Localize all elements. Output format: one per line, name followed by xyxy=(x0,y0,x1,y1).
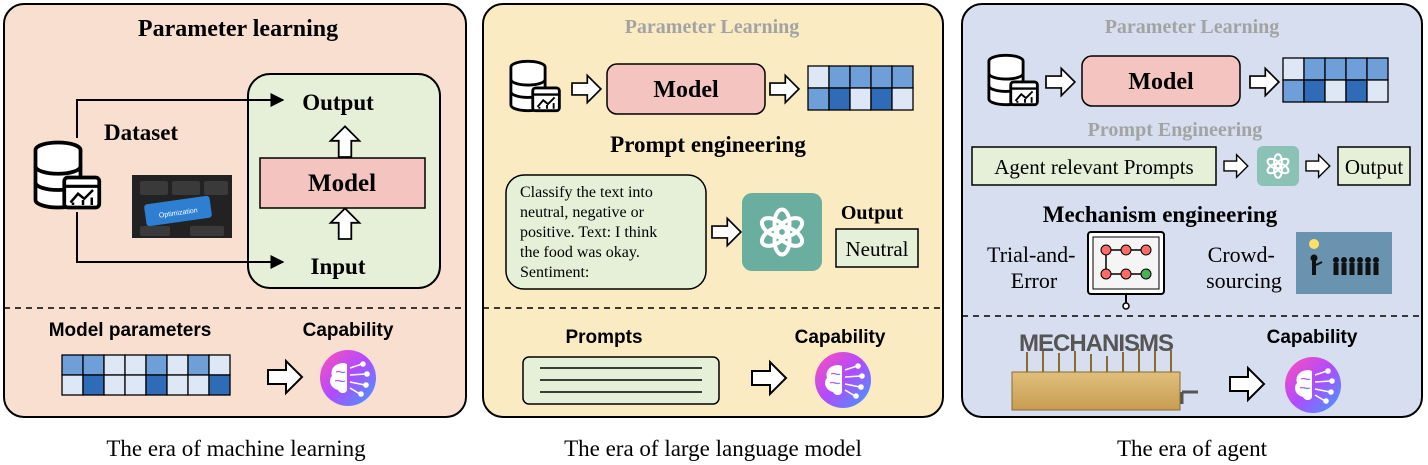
grid-cell xyxy=(870,87,893,111)
model-label: Model xyxy=(1128,69,1194,95)
brain-icon xyxy=(814,351,872,409)
grid-cell xyxy=(828,65,851,89)
grid-cell xyxy=(828,87,851,111)
panel3-caption: The era of agent xyxy=(1117,436,1268,461)
grid-cell xyxy=(103,354,126,376)
grid-cell xyxy=(103,374,126,396)
grid-cell xyxy=(1324,79,1347,103)
capability-label: Capability xyxy=(1267,327,1358,348)
grid-cell xyxy=(1366,79,1389,103)
chatgpt-logo-icon xyxy=(742,193,822,271)
model-label: Model xyxy=(308,170,376,197)
prompt-line: Sentiment: xyxy=(520,264,589,281)
grid-cell xyxy=(1345,57,1368,81)
output-value-box xyxy=(835,228,919,268)
parameter-grid xyxy=(807,65,914,111)
prompt-engineering-title: Prompt engineering xyxy=(610,132,806,157)
grid-cell xyxy=(187,374,210,396)
crowdsourcing-people-icon xyxy=(1296,232,1392,294)
model-label: Model xyxy=(653,77,719,103)
panel1-title: Parameter learning xyxy=(138,16,338,42)
brain-icon xyxy=(1284,356,1342,414)
grid-cell xyxy=(1345,79,1368,103)
crowdsourcing-label: Crowd- sourcing xyxy=(1206,242,1282,293)
mechanisms-word: MECHANISMS xyxy=(1019,330,1174,357)
grid-cell xyxy=(187,354,210,376)
grid-cell xyxy=(166,354,189,376)
grid-cell xyxy=(1282,57,1305,81)
panel-machine-learning: Parameter learning Output Model Input Da… xyxy=(3,3,467,418)
output-label: Output xyxy=(1345,155,1404,179)
mechanism-engineering-title: Mechanism engineering xyxy=(1043,202,1278,227)
parameter-grid xyxy=(61,354,231,396)
grid-cell xyxy=(870,65,893,89)
grid-cell xyxy=(1366,57,1389,81)
grid-cell xyxy=(849,87,872,111)
grid-cell xyxy=(807,65,830,89)
grid-cell xyxy=(124,354,147,376)
grid-cell xyxy=(1324,57,1347,81)
grid-cell xyxy=(849,65,872,89)
input-label: Input xyxy=(311,254,366,279)
panel-agent: Parameter Learning Model Prompt Engineer… xyxy=(961,3,1423,418)
output-label: Output xyxy=(841,202,904,224)
grid-cell xyxy=(166,374,189,396)
grid-cell xyxy=(124,374,147,396)
prompt-line: neutral, negative or xyxy=(520,204,645,221)
dataset-label: Dataset xyxy=(104,120,178,145)
grid-cell xyxy=(891,65,914,89)
output-box xyxy=(1337,146,1411,186)
trial-and-error-board-icon xyxy=(1087,231,1165,310)
model-box xyxy=(1081,55,1241,107)
grid-cell xyxy=(208,354,231,376)
optimization-key-photo: Optimization xyxy=(132,175,232,238)
grid-cell xyxy=(208,374,231,396)
grid-cell xyxy=(61,374,84,396)
prompts-document-icon xyxy=(522,356,720,405)
trial-and-error-label: Trial-and- Error xyxy=(987,242,1081,293)
output-value: Neutral xyxy=(846,237,909,261)
grid-cell xyxy=(145,354,168,376)
prompt-example-box xyxy=(505,174,707,290)
model-parameters-label: Model parameters xyxy=(49,320,212,341)
parameter-grid xyxy=(1282,57,1389,103)
panel2-title: Parameter Learning xyxy=(625,16,800,38)
panel3-title: Parameter Learning xyxy=(1105,16,1280,38)
chatgpt-logo-icon xyxy=(1257,146,1299,186)
prompt-line: Classify the text into xyxy=(520,184,653,201)
grid-cell xyxy=(145,374,168,396)
grid-cell xyxy=(891,87,914,111)
capability-label: Capability xyxy=(303,320,394,341)
output-label: Output xyxy=(302,90,374,115)
connector-to-input xyxy=(76,212,285,269)
agent-prompts-box xyxy=(971,146,1217,186)
prompt-engineering-title: Prompt Engineering xyxy=(1088,119,1263,141)
capability-label: Capability xyxy=(795,327,886,348)
grid-cell xyxy=(1303,79,1326,103)
mechanisms-blocks-illustration: MECHANISMS xyxy=(1011,330,1198,411)
prompts-label: Prompts xyxy=(565,327,642,348)
prompt-line: the food was okay. xyxy=(520,244,640,261)
agent-prompts-label: Agent relevant Prompts xyxy=(994,155,1193,179)
grid-cell xyxy=(1282,79,1305,103)
grid-cell xyxy=(61,354,84,376)
model-box xyxy=(606,63,766,115)
prompt-example-text: Classify the text into neutral, negative … xyxy=(520,184,657,281)
grid-cell xyxy=(82,374,105,396)
panel1-caption: The era of machine learning xyxy=(106,436,366,461)
connector-to-output xyxy=(76,93,285,138)
grid-cell xyxy=(1303,57,1326,81)
grid-cell xyxy=(82,354,105,376)
prompt-line: positive. Text: I think xyxy=(520,224,657,241)
panel-large-language-model: Parameter Learning Model Prompt engineer… xyxy=(482,3,944,418)
panel2-caption: The era of large language model xyxy=(564,436,862,461)
grid-cell xyxy=(807,87,830,111)
brain-icon xyxy=(319,349,377,407)
model-box xyxy=(259,157,426,209)
